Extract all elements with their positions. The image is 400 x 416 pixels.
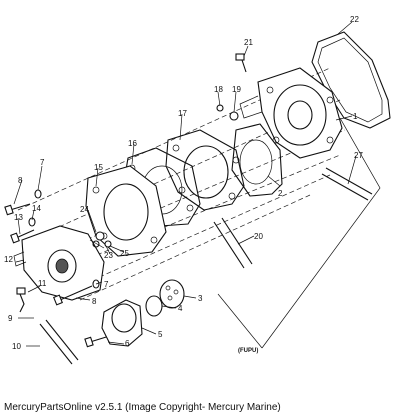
callout-20: 20	[254, 232, 263, 241]
callout-numbers: 1 2 3 4 5 6 7 7 8 8 9 10 11 12 13 14 15 …	[4, 15, 363, 354]
diaphragm-17	[165, 129, 245, 211]
callout-14: 14	[32, 204, 41, 213]
fasteners	[4, 53, 247, 348]
image-caption: MercuryPartsOnline v2.5.1 (Image Copyrig…	[4, 402, 281, 413]
callout-21: 21	[244, 38, 253, 47]
callout-19: 19	[232, 85, 241, 94]
assembly-label: (FUPU)	[238, 348, 258, 354]
pump-base-12	[13, 225, 105, 301]
chamber-5	[101, 299, 143, 347]
callout-12: 12	[4, 255, 13, 264]
callout-8-top: 8	[18, 176, 23, 185]
callout-10: 10	[12, 342, 21, 351]
gasket-22	[311, 31, 391, 129]
callout-22: 22	[350, 15, 359, 24]
check-valve-3	[159, 279, 185, 309]
callout-23: 23	[104, 251, 113, 260]
callout-16: 16	[128, 139, 137, 148]
callout-7-top: 7	[40, 158, 45, 167]
pump-body-15	[85, 165, 167, 257]
callout-13: 13	[14, 213, 23, 222]
hoses	[39, 167, 373, 365]
seal-4	[145, 295, 163, 317]
callout-2: 2	[278, 189, 283, 198]
callout-11: 11	[38, 279, 47, 288]
callout-6: 6	[125, 339, 130, 348]
callout-15: 15	[94, 163, 103, 172]
callout-1: 1	[353, 112, 358, 121]
gasket-2	[231, 123, 283, 197]
callout-27: 27	[354, 151, 363, 160]
callout-4: 4	[178, 304, 183, 313]
assembly-bracket	[217, 117, 381, 349]
callout-18: 18	[214, 85, 223, 94]
callout-8-bottom: 8	[92, 297, 97, 306]
callout-5: 5	[158, 330, 163, 339]
callout-17: 17	[178, 109, 187, 118]
callout-3: 3	[198, 294, 203, 303]
callout-7-bottom: 7	[104, 280, 109, 289]
pump-cover-1	[239, 67, 343, 159]
fuel-pump-exploded-diagram: 1 2 3 4 5 6 7 7 8 8 9 10 11 12 13 14 15 …	[4, 15, 391, 365]
callout-leaders	[13, 21, 357, 347]
callout-9: 9	[8, 314, 13, 323]
callout-24: 24	[80, 205, 89, 214]
callout-25: 25	[120, 249, 129, 258]
